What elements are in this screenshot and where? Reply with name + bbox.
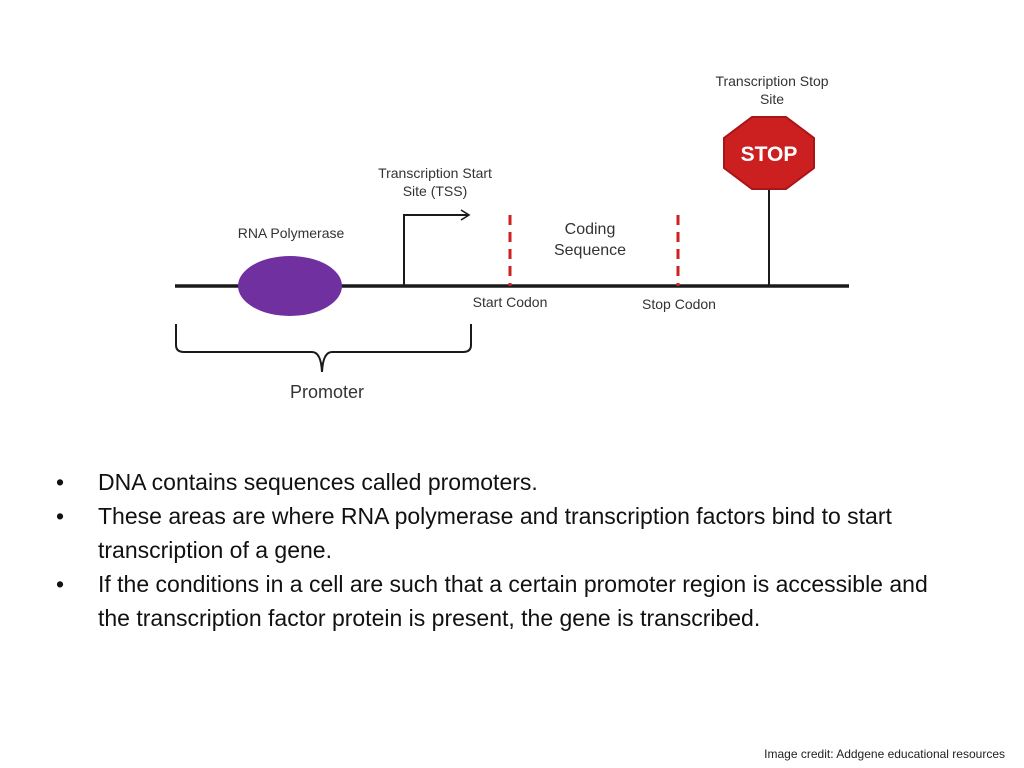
bullet-text: DNA contains sequences called promoters. (98, 469, 538, 495)
stop-codon-label: Stop Codon (642, 296, 716, 312)
bullet-text: If the conditions in a cell are such tha… (98, 571, 928, 631)
bullet-text: These areas are where RNA polymerase and… (98, 503, 892, 563)
bullet-marker: • (56, 469, 65, 495)
stop-sign-text: STOP (741, 143, 798, 166)
tss-arrowhead-icon (460, 209, 471, 221)
bullet-item: • DNA contains sequences called promoter… (56, 465, 956, 499)
rna-polymerase-label: RNA Polymerase (238, 225, 345, 241)
coding-sequence-label-line1: Coding (565, 221, 616, 238)
rna-polymerase-shape (238, 256, 342, 316)
bullet-marker: • (56, 503, 65, 529)
promoter-brace (175, 324, 472, 373)
bullet-list: • DNA contains sequences called promoter… (56, 465, 956, 635)
bullet-item: • If the conditions in a cell are such t… (56, 567, 956, 635)
transcription-start-site-label-line1: Transcription Start (378, 165, 492, 181)
image-credit: Image credit: Addgene educational resour… (764, 747, 1005, 761)
transcription-stop-site-label-line1: Transcription Stop (715, 73, 828, 89)
coding-sequence-label-line2: Sequence (554, 242, 626, 259)
promoter-label: Promoter (290, 382, 364, 402)
transcription-start-site-label-line2: Site (TSS) (403, 183, 468, 199)
bullet-marker: • (56, 571, 65, 597)
stop-sign-icon (723, 116, 815, 190)
gene-transcription-diagram: Transcription Stop Site STOP Transcripti… (175, 73, 849, 402)
transcription-stop-site-label-line2: Site (760, 91, 784, 107)
tss-arrow-icon (403, 214, 468, 286)
start-codon-label: Start Codon (473, 294, 548, 310)
bullet-item: • These areas are where RNA polymerase a… (56, 499, 956, 567)
